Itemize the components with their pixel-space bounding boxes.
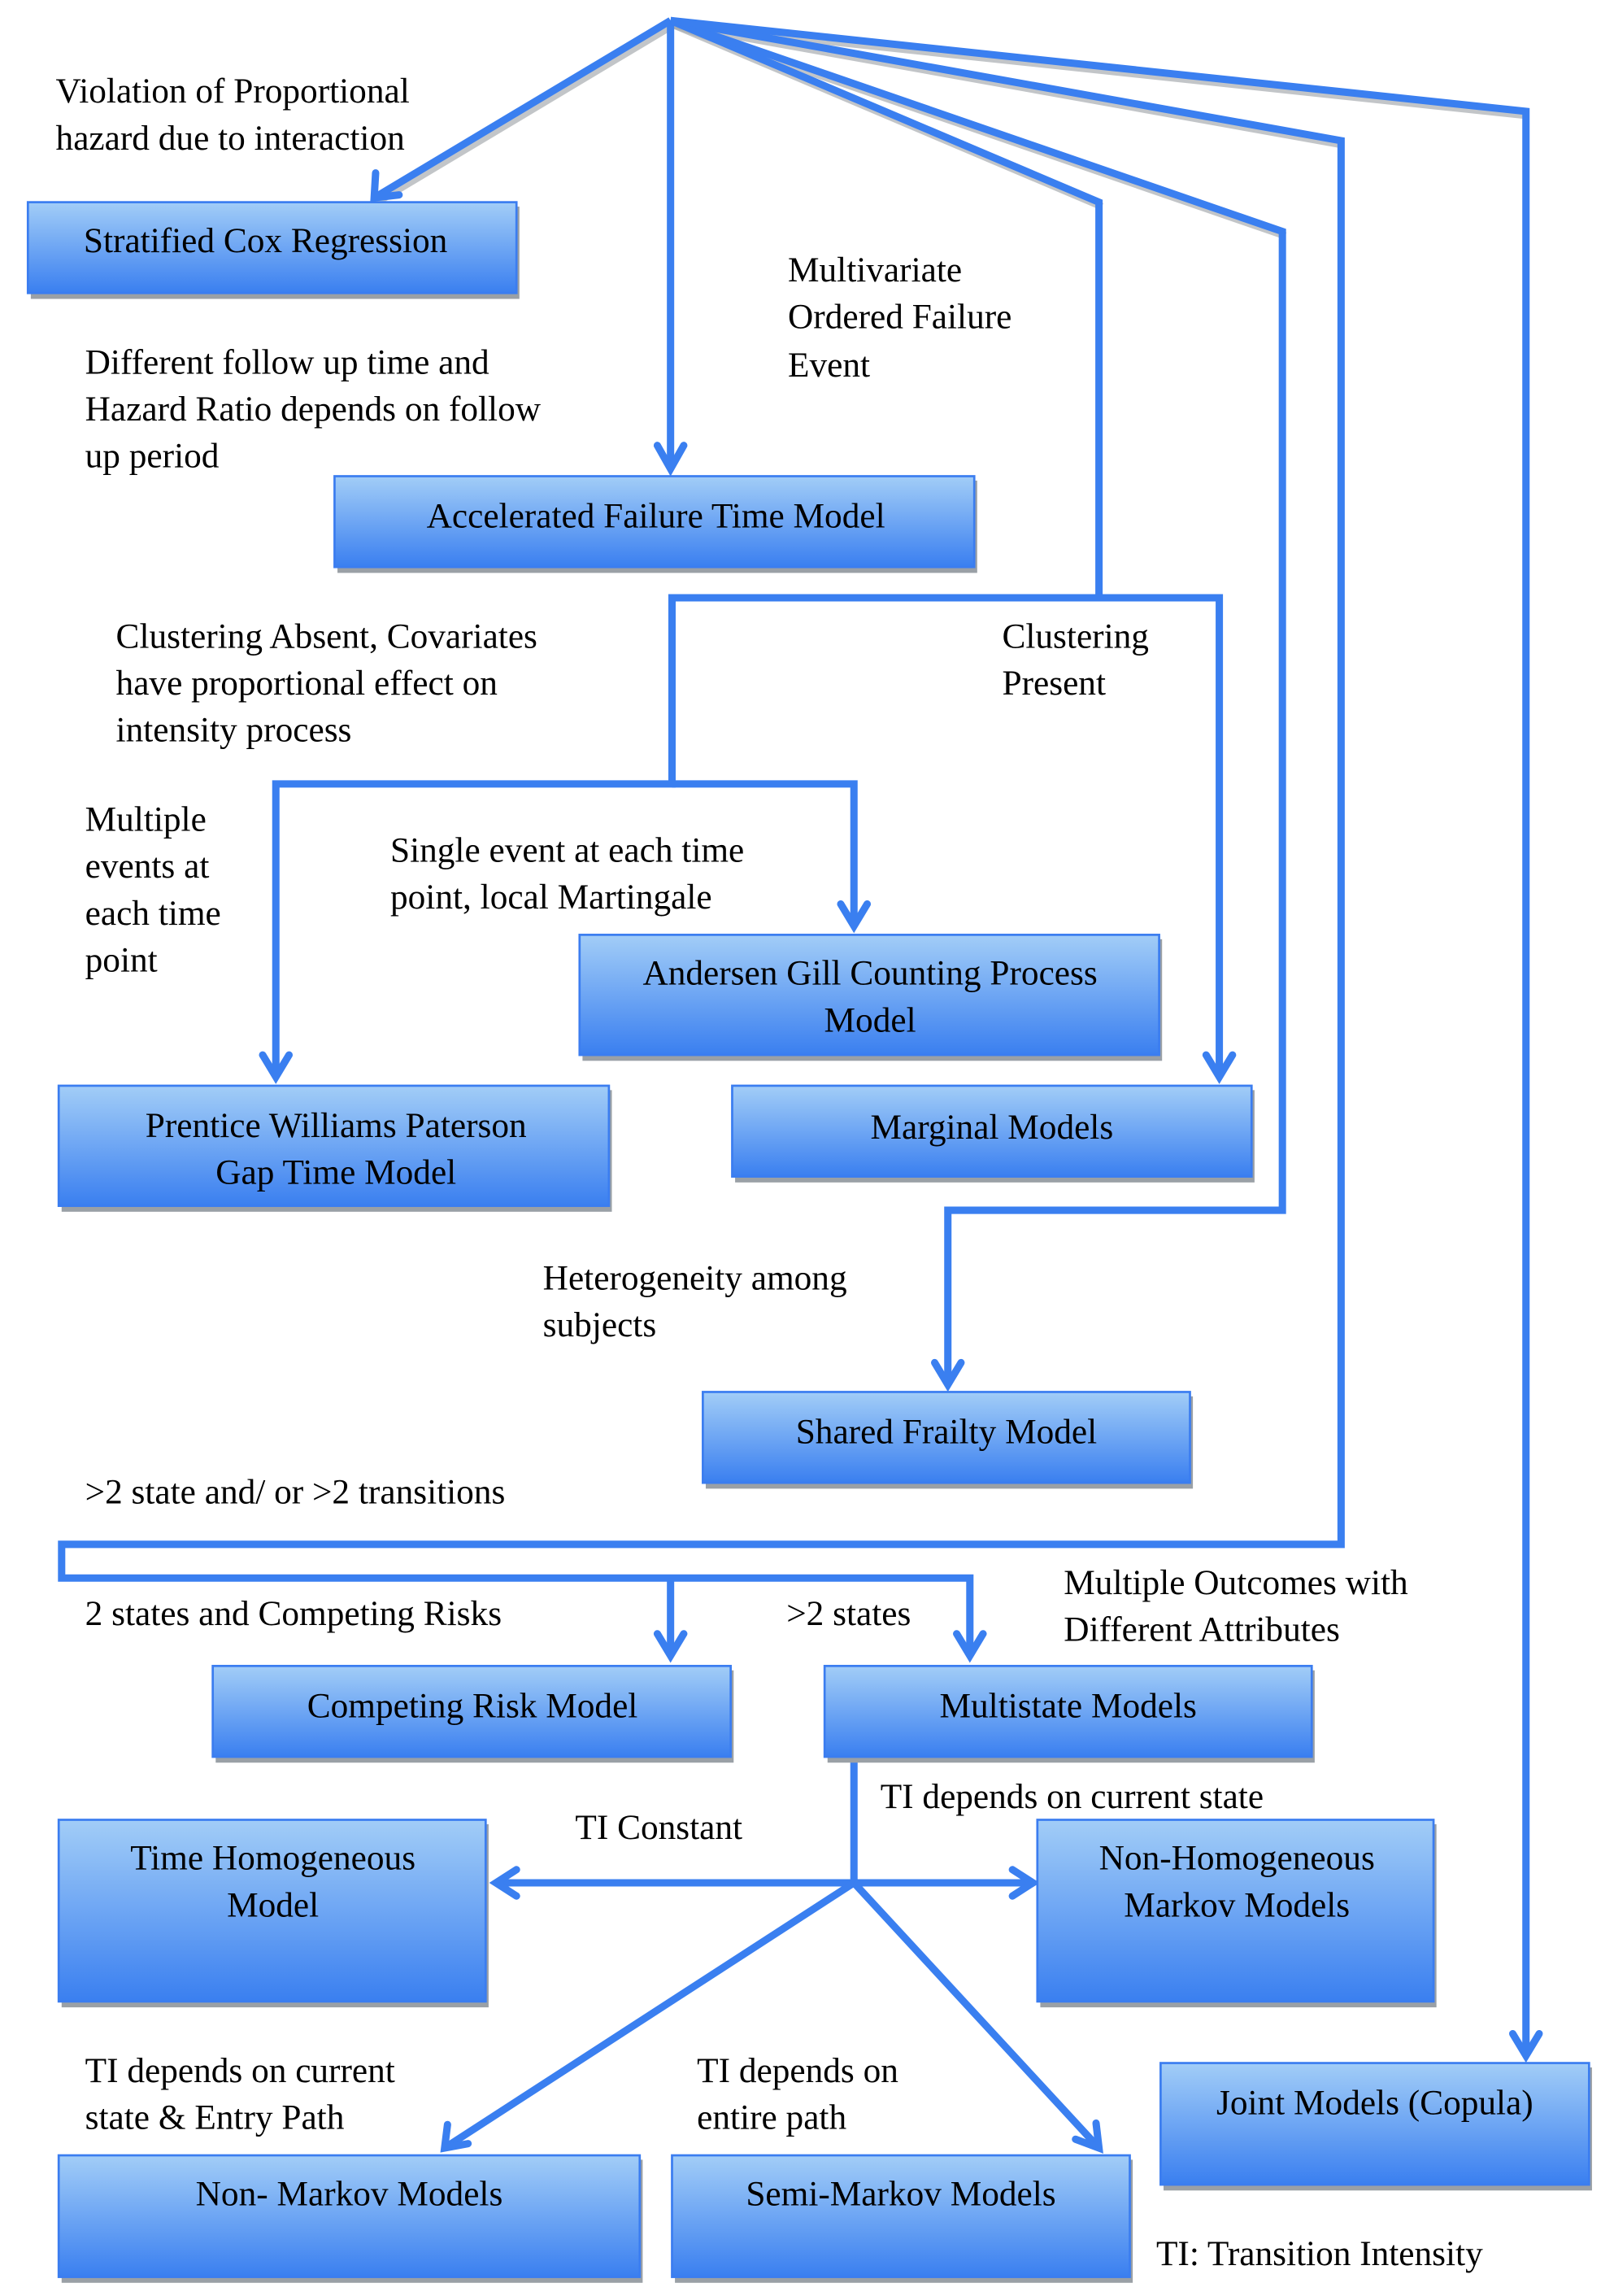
svg-text:Heterogeneity among: Heterogeneity among: [543, 1258, 847, 1297]
label-single-event: Single event at each time point, local M…: [390, 830, 744, 917]
svg-text:Stratified Cox Regression: Stratified Cox Regression: [84, 221, 447, 260]
arrowhead-icon: [953, 1630, 987, 1663]
arrowhead-icon: [259, 1051, 294, 1084]
svg-text:TI depends on current: TI depends on current: [85, 2051, 395, 2090]
edge-root-multivariate: [272, 17, 1103, 1078]
arrowhead-icon: [653, 442, 688, 477]
node-joint-models-copula: Joint Models (Copula): [1159, 2062, 1592, 2191]
svg-text:Semi-Markov Models: Semi-Markov Models: [746, 2174, 1055, 2213]
edge-to-joint-models: [670, 16, 1530, 2056]
svg-text:Competing Risk Model: Competing Risk Model: [307, 1686, 638, 1725]
arrowhead-icon: [440, 2120, 472, 2153]
node-prentice-williams-paterson: Prentice Williams Paterson Gap Time Mode…: [57, 1084, 612, 1212]
svg-text:Non-Homogeneous: Non-Homogeneous: [1099, 1839, 1375, 1878]
svg-text:Ordered Failure: Ordered Failure: [788, 298, 1011, 337]
svg-text:Model: Model: [227, 1885, 319, 1924]
node-marginal-models: Marginal Models: [731, 1084, 1255, 1183]
arrowhead-icon: [837, 900, 871, 934]
footnote-ti-definition: TI: Transition Intensity: [1156, 2234, 1483, 2273]
svg-text:Clustering: Clustering: [1003, 616, 1149, 656]
svg-text:Markov Models: Markov Models: [1124, 1885, 1350, 1924]
node-non-homogeneous-markov: Non-Homogeneous Markov Models: [1036, 1819, 1437, 2008]
label-different-followup: Different follow up time and Hazard Rati…: [85, 342, 542, 475]
node-shared-frailty: Shared Frailty Model: [702, 1391, 1194, 1489]
label-gt2-state-transitions: >2 state and/ or >2 transitions: [85, 1472, 506, 1511]
label-ti-current-state: TI depends on current state: [881, 1777, 1264, 1816]
label-ti-current-entry: TI depends on current state & Entry Path: [85, 2051, 395, 2137]
label-multiple-outcomes: Multiple Outcomes with Different Attribu…: [1064, 1563, 1408, 1649]
node-non-markov: Non- Markov Models: [57, 2154, 643, 2283]
svg-text:Shared Frailty Model: Shared Frailty Model: [796, 1413, 1097, 1452]
svg-text:Violation of Proportional: Violation of Proportional: [56, 72, 410, 111]
edge-shadows: [375, 21, 1529, 240]
node-stratified-cox: Stratified Cox Regression: [26, 201, 520, 299]
arrowhead-icon: [1008, 1866, 1040, 1900]
svg-text:Prentice Williams Paterson: Prentice Williams Paterson: [146, 1106, 527, 1145]
svg-text:Time Homogeneous: Time Homogeneous: [130, 1839, 415, 1878]
svg-text:point: point: [85, 940, 158, 979]
node-semi-markov: Semi-Markov Models: [671, 2154, 1133, 2283]
svg-text:Marginal Models: Marginal Models: [871, 1108, 1114, 1147]
svg-text:Present: Present: [1003, 664, 1106, 703]
svg-text:intensity process: intensity process: [116, 711, 352, 750]
svg-text:Gap Time Model: Gap Time Model: [215, 1153, 456, 1192]
svg-text:Hazard Ratio depends on follow: Hazard Ratio depends on follow: [85, 390, 542, 429]
node-accelerated-failure-time: Accelerated Failure Time Model: [333, 475, 977, 573]
svg-text:hazard due to interaction: hazard due to interaction: [56, 119, 405, 158]
edge-to-non-markov: [442, 1880, 856, 2151]
edge-to-shared-frailty: [669, 16, 1286, 1385]
svg-text:up period: up period: [85, 437, 220, 476]
svg-text:Accelerated Failure Time Model: Accelerated Failure Time Model: [427, 497, 885, 536]
svg-text:state & Entry Path: state & Entry Path: [85, 2098, 345, 2137]
edge-root-stratified-cox: [372, 17, 672, 202]
svg-text:Different Attributes: Different Attributes: [1064, 1610, 1340, 1649]
svg-text:Single event at each time: Single event at each time: [390, 830, 744, 869]
node-time-homogeneous: Time Homogeneous Model: [57, 1819, 489, 2008]
edge-to-semi-markov: [851, 1880, 1102, 2151]
svg-text:Multistate Models: Multistate Models: [940, 1686, 1197, 1725]
node-multistate-models: Multistate Models: [823, 1664, 1315, 1763]
arrowhead-icon: [370, 169, 403, 203]
svg-text:Andersen Gill Counting Process: Andersen Gill Counting Process: [642, 954, 1097, 993]
arrowhead-icon: [1202, 1051, 1237, 1084]
arrowhead-icon: [1072, 2119, 1103, 2154]
svg-text:Multivariate: Multivariate: [788, 251, 962, 290]
label-gt2-states: >2 states: [786, 1594, 911, 1633]
edges: [58, 16, 1543, 2154]
node-andersen-gill: Andersen Gill Counting Process Model: [578, 934, 1163, 1061]
label-ti-entire-path: TI depends on entire path: [697, 2051, 898, 2137]
svg-text:have proportional effect on: have proportional effect on: [116, 664, 498, 703]
svg-text:subjects: subjects: [543, 1305, 657, 1344]
svg-text:Non- Markov Models: Non- Markov Models: [196, 2174, 503, 2213]
label-heterogeneity: Heterogeneity among subjects: [543, 1258, 847, 1344]
edge-to-marginal: [1098, 594, 1224, 1078]
arrowhead-icon: [489, 1866, 520, 1900]
edge-to-state-models: [58, 16, 1345, 1656]
svg-text:entire path: entire path: [697, 2098, 846, 2137]
svg-text:Joint Models (Copula): Joint Models (Copula): [1216, 2084, 1534, 2123]
label-clustering-present: Clustering Present: [1003, 616, 1149, 703]
svg-text:Clustering Absent, Covariates: Clustering Absent, Covariates: [116, 616, 537, 656]
label-violation-ph: Violation of Proportional hazard due to …: [56, 72, 410, 158]
arrowhead-icon: [930, 1358, 965, 1392]
svg-text:Different follow up time and: Different follow up time and: [85, 342, 489, 381]
arrowhead-icon: [653, 1630, 688, 1663]
label-multivariate-ordered: Multivariate Ordered Failure Event: [788, 251, 1011, 385]
label-ti-constant: TI Constant: [575, 1808, 742, 1847]
edge-to-andersen-gill: [672, 780, 858, 926]
label-two-states-competing: 2 states and Competing Risks: [85, 1594, 502, 1633]
svg-text:each time: each time: [85, 894, 221, 933]
svg-text:Multiple: Multiple: [85, 800, 207, 839]
svg-text:Multiple Outcomes with: Multiple Outcomes with: [1064, 1563, 1408, 1602]
label-multiple-events: Multiple events at each time point: [85, 800, 221, 980]
svg-text:events at: events at: [85, 847, 210, 886]
label-clustering-absent: Clustering Absent, Covariates have propo…: [116, 616, 537, 749]
arrowhead-icon: [1508, 2030, 1543, 2063]
svg-text:TI depends on: TI depends on: [697, 2051, 898, 2090]
svg-text:point, local Martingale: point, local Martingale: [390, 878, 712, 917]
node-competing-risk: Competing Risk Model: [211, 1664, 734, 1763]
svg-text:Event: Event: [788, 346, 870, 385]
svg-text:Model: Model: [824, 1000, 916, 1039]
